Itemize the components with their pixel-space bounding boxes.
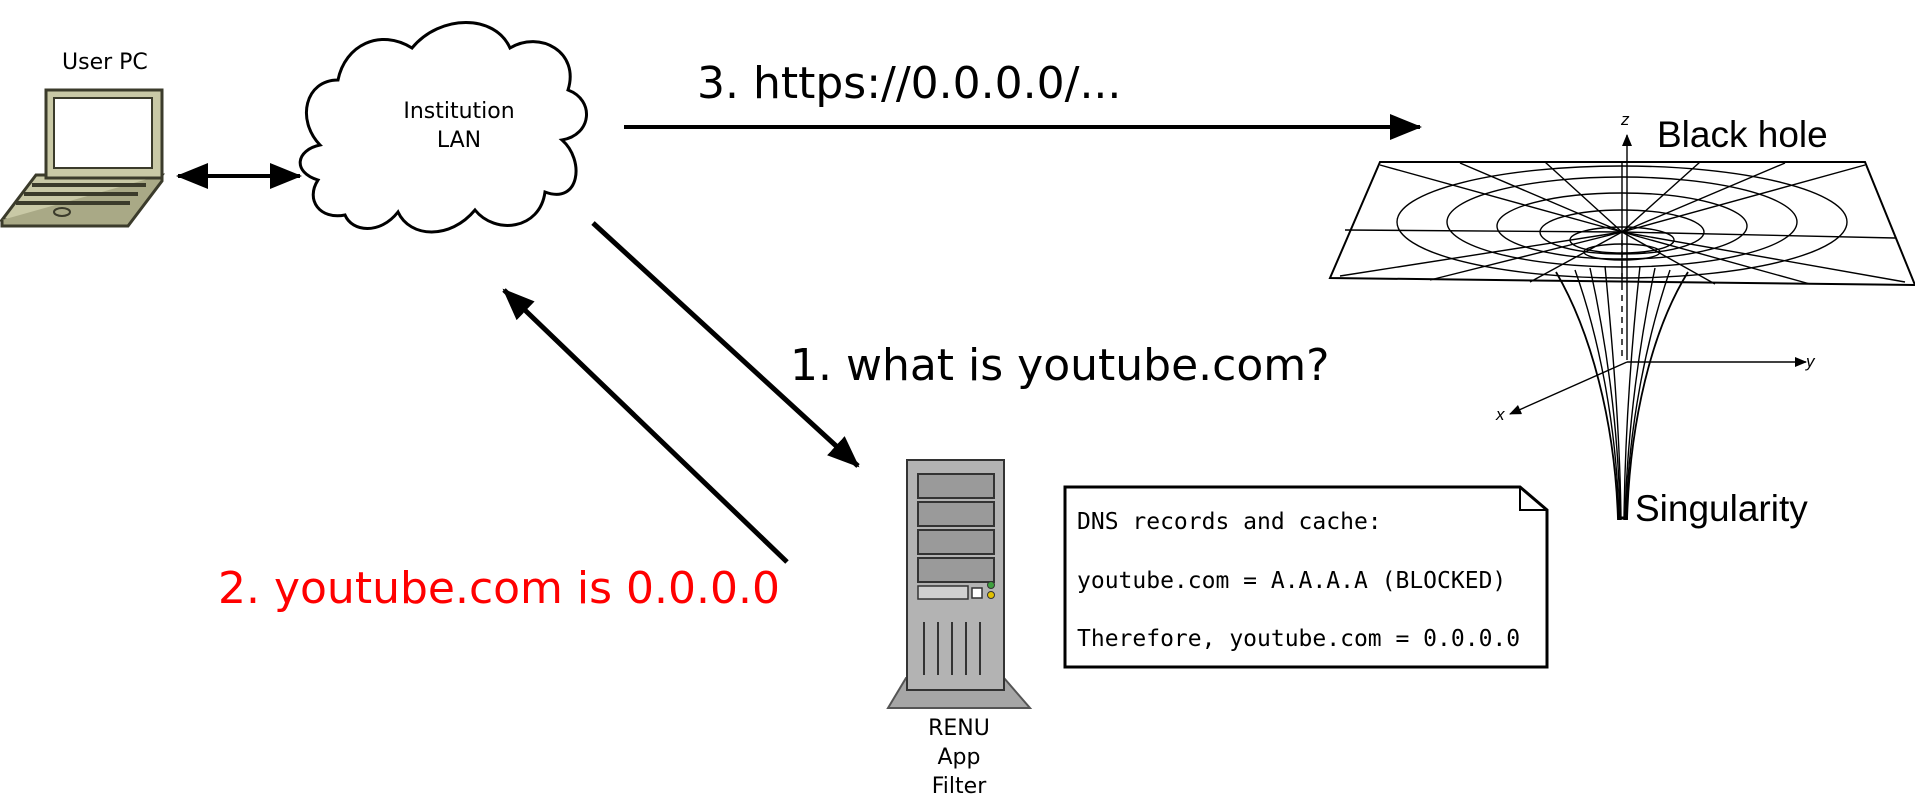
- axes-icon: [1509, 134, 1807, 415]
- cloud-icon: [298, 21, 588, 234]
- dns-note-conclusion: Therefore, youtube.com = 0.0.0.0: [1077, 626, 1521, 652]
- singularity-label: Singularity: [1635, 488, 1808, 529]
- filter-label-line1: RENU: [928, 716, 990, 741]
- axis-x-label: x: [1496, 405, 1505, 424]
- step2-arrow: [502, 288, 789, 564]
- step3-label: 3. https://0.0.0.0/...: [697, 58, 1122, 109]
- filter-label: RENU App Filter: [911, 714, 1007, 801]
- laptop-icon: [0, 88, 166, 228]
- filter-label-line2: App: [937, 745, 981, 770]
- black-hole-icon: [1328, 161, 1915, 521]
- axis-y-label: y: [1806, 352, 1815, 371]
- dns-note-title: DNS records and cache:: [1077, 509, 1382, 535]
- dns-note-icon: [1063, 485, 1549, 669]
- step1-label: 1. what is youtube.com?: [790, 340, 1330, 391]
- step2-label: 2. youtube.com is 0.0.0.0: [218, 563, 780, 614]
- black-hole-title: Black hole: [1657, 114, 1828, 155]
- filter-label-line3: Filter: [931, 774, 987, 799]
- user-pc-label: User PC: [62, 50, 148, 75]
- lan-label: Institution LAN: [400, 97, 518, 155]
- lan-label-line2: LAN: [436, 128, 482, 153]
- lan-label-line1: Institution: [403, 99, 515, 124]
- server-icon: [886, 459, 1033, 709]
- step1-arrow: [591, 221, 860, 468]
- axis-z-label: z: [1621, 110, 1630, 129]
- dns-note-record: youtube.com = A.A.A.A (BLOCKED): [1077, 568, 1507, 594]
